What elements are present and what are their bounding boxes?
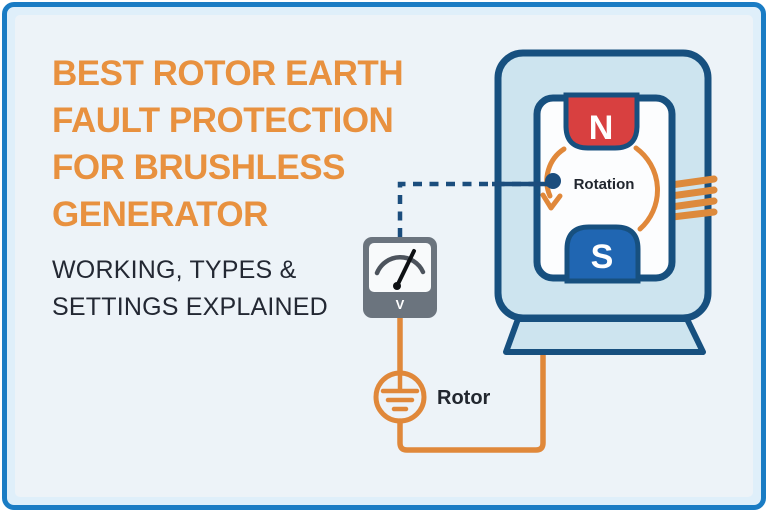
subtitle-line-2: SETTINGS EXPLAINED <box>52 293 328 321</box>
page-subtitle: WORKING, TYPES & SETTINGS EXPLAINED <box>52 252 452 326</box>
rotation-arrows <box>540 145 660 232</box>
text-block: BEST ROTOR EARTH FAULT PROTECTION FOR BR… <box>52 50 452 326</box>
voltmeter-needle <box>395 249 416 288</box>
title-line-2: FAULT PROTECTION <box>52 101 394 140</box>
generator-base <box>503 316 706 355</box>
page-title: BEST ROTOR EARTH FAULT PROTECTION FOR BR… <box>52 50 452 238</box>
voltmeter-label: V <box>396 297 405 312</box>
rotation-arc-left <box>544 146 567 199</box>
voltmeter-needle-pivot <box>393 282 401 290</box>
earth-wire <box>397 315 546 453</box>
earth-ground-symbol <box>373 370 427 424</box>
title-line-4: GENERATOR <box>52 195 268 234</box>
title-line-3: FOR BRUSHLESS <box>52 148 345 187</box>
voltmeter-scale-arc <box>374 255 426 276</box>
north-pole-magnet <box>563 92 640 151</box>
rotation-label: Rotation <box>574 176 635 193</box>
rotation-arrowhead <box>540 192 563 211</box>
south-pole-magnet <box>564 224 641 284</box>
south-pole-label: S <box>591 238 614 276</box>
rotation-arc-right <box>633 145 660 232</box>
title-line-1: BEST ROTOR EARTH <box>52 54 404 93</box>
earth-bars <box>380 371 420 412</box>
north-pole-label: N <box>589 109 614 147</box>
voltmeter: V <box>363 237 437 318</box>
voltmeter-face <box>369 243 431 292</box>
rotor-label: Rotor <box>437 387 491 409</box>
subtitle-line-1: WORKING, TYPES & <box>52 256 297 284</box>
shaft-contact-dot <box>545 173 561 189</box>
